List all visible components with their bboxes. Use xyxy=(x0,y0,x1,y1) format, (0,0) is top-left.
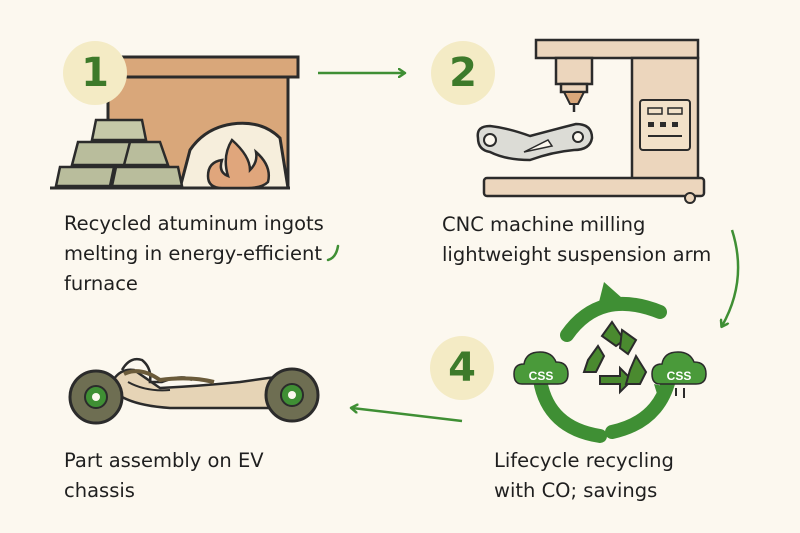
cloud-label: CSS xyxy=(529,369,554,383)
step-number-badge: 1 xyxy=(63,41,127,105)
step-4-caption: Lifecycle recycling with CO; savings xyxy=(494,446,674,506)
suspension-arm-icon xyxy=(476,122,594,162)
arrow-icon xyxy=(352,408,463,423)
step-1-caption: Recycled atuminum ingots melting in ener… xyxy=(64,209,324,299)
ingot-stack-icon xyxy=(54,118,184,188)
caption-line: Part assembly on EV xyxy=(64,449,264,472)
recycle-loop-icon xyxy=(533,282,679,443)
arrow-icon xyxy=(722,229,740,326)
recycle-icon xyxy=(582,320,648,395)
ev-chassis-icon xyxy=(68,357,320,425)
caption-line: with CO; savings xyxy=(494,479,658,502)
cloud-icon: CSS xyxy=(651,351,707,398)
cloud-label: CSS xyxy=(667,369,692,383)
caption-line: CNC machine milling xyxy=(442,213,646,236)
cloud-icon: CSS xyxy=(513,351,569,385)
step-number-badge: 4 xyxy=(430,336,494,400)
caption-line: lightweight suspension arm xyxy=(442,243,712,266)
checkmark-icon xyxy=(326,244,340,262)
caption-line: Recycled atuminum ingots xyxy=(64,212,324,235)
step-number-badge: 2 xyxy=(431,41,495,105)
caption-line: Lifecycle recycling xyxy=(494,449,674,472)
step-2-caption: CNC machine milling lightweight suspensi… xyxy=(442,210,711,270)
caption-line: chassis xyxy=(64,479,135,502)
caption-line: melting in energy-efficient xyxy=(64,242,323,265)
caption-line: furnace xyxy=(64,272,138,295)
cnc-machine-icon xyxy=(482,38,706,204)
flame-icon xyxy=(206,138,270,190)
assembly-caption: Part assembly on EV chassis xyxy=(64,446,264,506)
